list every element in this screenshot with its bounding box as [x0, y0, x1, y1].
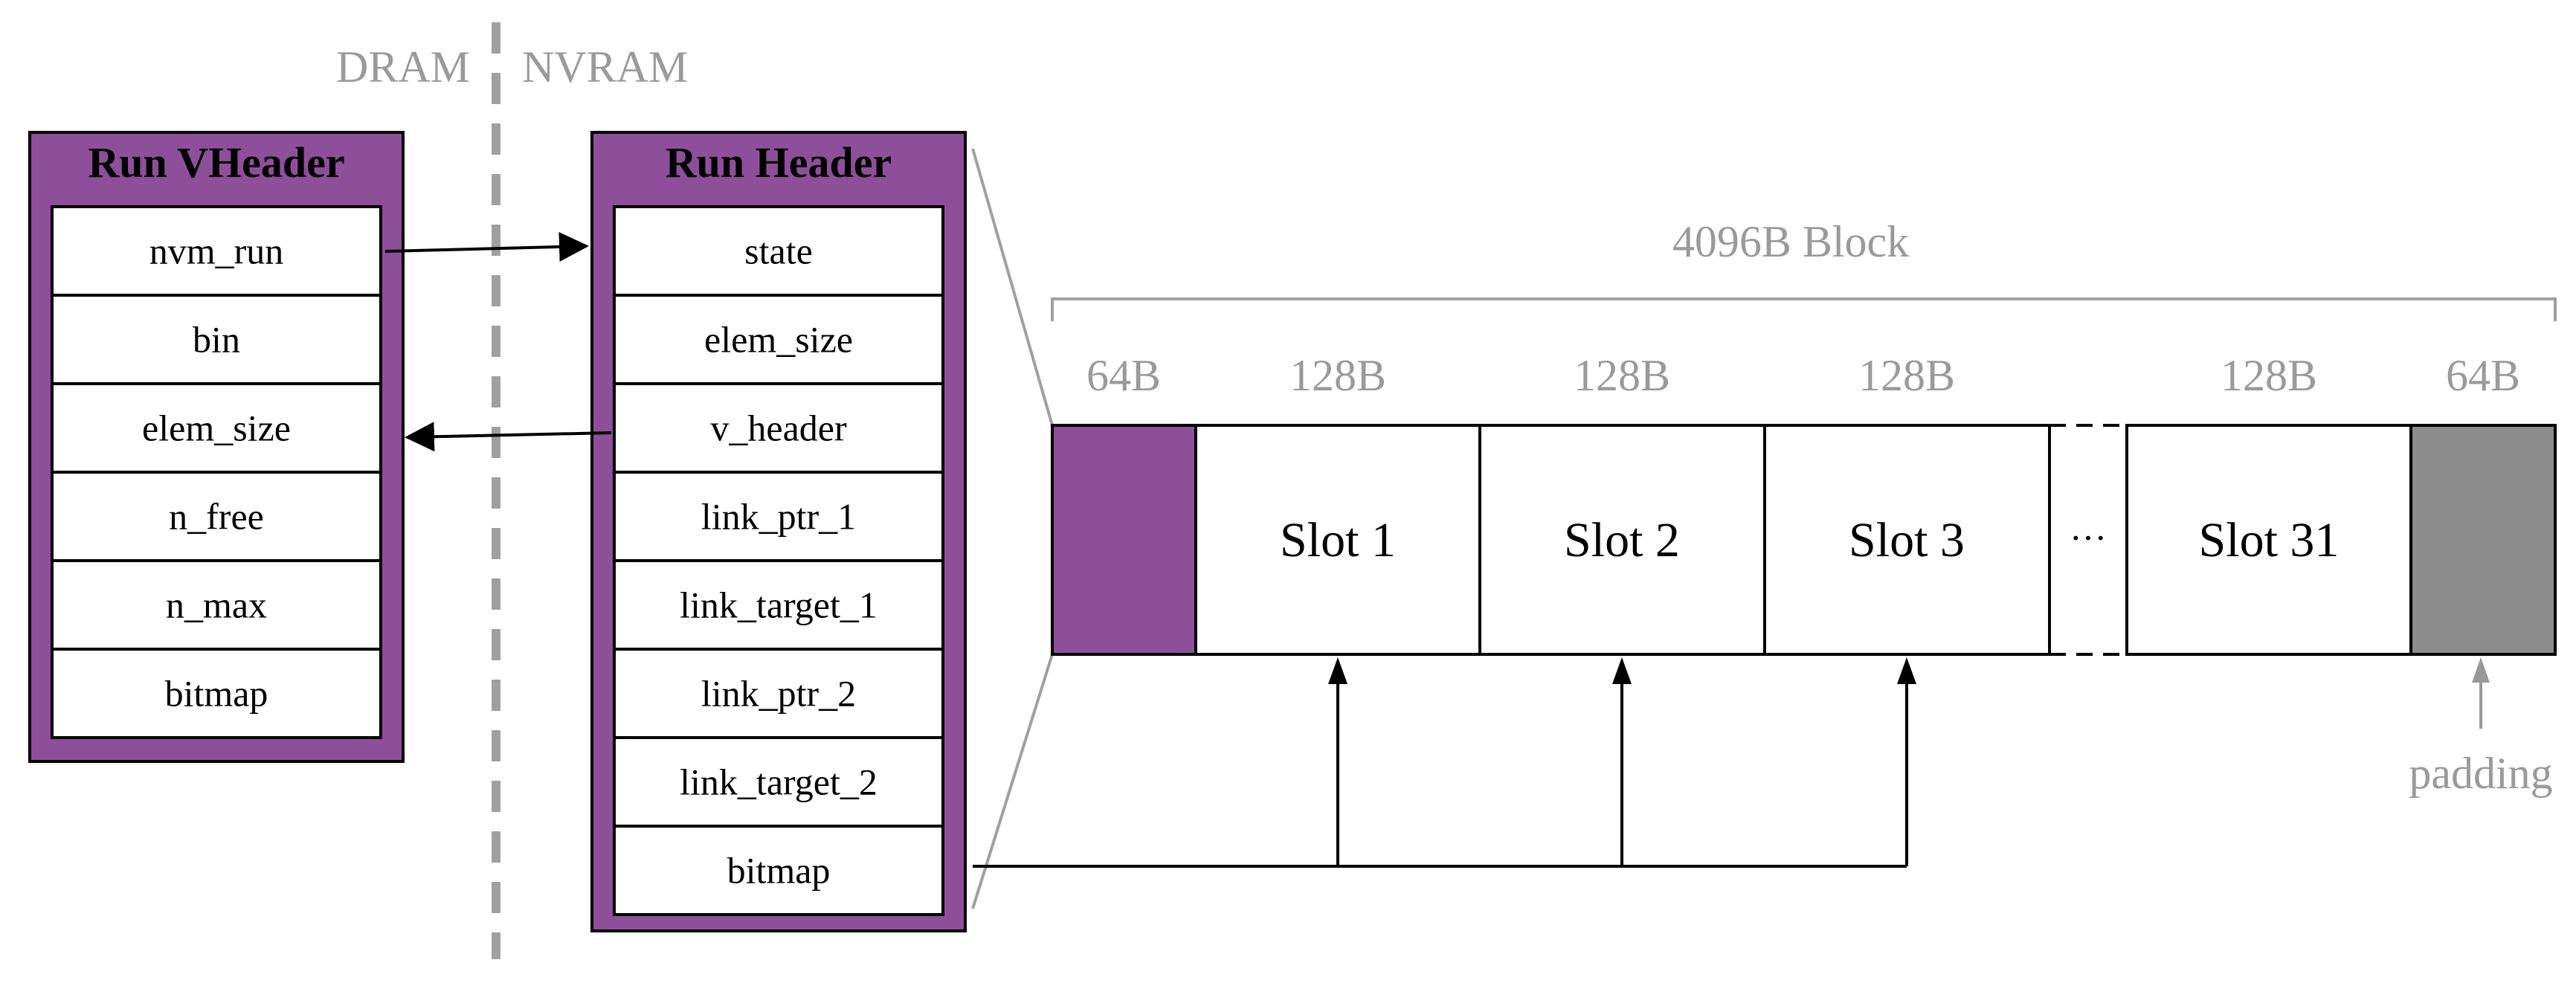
padding-arrowhead — [2472, 657, 2490, 683]
padding-label: padding — [2409, 749, 2552, 798]
slot-2-arrowhead — [1612, 657, 1632, 684]
zoom-line-top — [971, 148, 1054, 426]
header-cell — [613, 825, 944, 916]
nvm-run-to-state-arrow — [384, 231, 589, 262]
header-field-label: bitmap — [727, 850, 831, 892]
header-cell — [613, 382, 944, 474]
header-cell — [613, 294, 944, 385]
header-field-label: elem_size — [704, 319, 853, 361]
slot-1-label: Slot 1 — [1280, 513, 1396, 567]
vheader-cell — [51, 205, 382, 297]
run-vheader-title: Run VHeader — [88, 138, 344, 187]
padding-segment — [2409, 424, 2557, 656]
vheader-field-label: bin — [193, 319, 240, 361]
header-cell — [613, 205, 944, 297]
slot-2-cell — [1478, 424, 1766, 656]
header-field-label: v_header — [710, 407, 847, 449]
vheader-cell — [51, 648, 382, 739]
slot-31-cell — [2125, 424, 2412, 656]
segment-size-label: 64B — [1086, 351, 1161, 400]
vheader-field-label: elem_size — [142, 407, 291, 449]
vheader-cell — [51, 471, 382, 562]
slot-1-cell — [1194, 424, 1481, 656]
run-header-box: Run Header state elem_size v_header link_pt… — [590, 131, 967, 932]
bitmap-connector — [973, 665, 1908, 868]
segment-size-label: 128B — [1574, 351, 1670, 400]
vheader-cell — [51, 559, 382, 651]
vheader-cell — [51, 382, 382, 474]
block-row: Slot 1 Slot 2 Slot 3 ··· Slot 31 — [1051, 424, 2557, 656]
ellipsis-label: ··· — [2070, 517, 2107, 558]
header-field-label: link_target_1 — [680, 584, 878, 626]
header-field-label: state — [744, 231, 813, 272]
header-cell — [613, 648, 944, 739]
header-field-label: link_ptr_1 — [701, 496, 856, 538]
slot-3-arrowhead — [1897, 657, 1916, 684]
header-field-label: link_ptr_2 — [701, 673, 856, 715]
vheader-field-label: bitmap — [165, 673, 268, 715]
slot-2-label: Slot 2 — [1564, 513, 1680, 567]
header-cell — [613, 559, 944, 651]
vheader-field-label: nvm_run — [149, 231, 284, 272]
slot-3-label: Slot 3 — [1849, 513, 1965, 567]
segment-size-label: 128B — [2221, 351, 2317, 400]
slot-3-cell — [1763, 424, 2051, 656]
header-cell — [613, 736, 944, 828]
header-cell — [613, 471, 944, 562]
dram-label: DRAM — [336, 42, 470, 91]
segment-size-label: 128B — [1858, 351, 1955, 400]
slot-31-label: Slot 31 — [2199, 513, 2340, 567]
segment-size-label: 64B — [2446, 351, 2520, 400]
nvram-label: NVRAM — [522, 42, 688, 91]
block-title: 4096B Block — [1672, 217, 1909, 266]
header-field-label: link_target_2 — [680, 761, 878, 803]
v-header-to-elem-size-arrow — [405, 422, 612, 452]
vheader-field-label: n_max — [166, 584, 267, 626]
zoom-line-bottom — [971, 654, 1054, 909]
run-header-title: Run Header — [666, 138, 892, 187]
vheader-field-label: n_free — [169, 496, 264, 538]
block-bracket — [1051, 297, 2557, 321]
header-segment — [1051, 424, 1197, 656]
segment-size-label: 128B — [1289, 351, 1386, 400]
slot-1-arrowhead — [1328, 657, 1347, 684]
